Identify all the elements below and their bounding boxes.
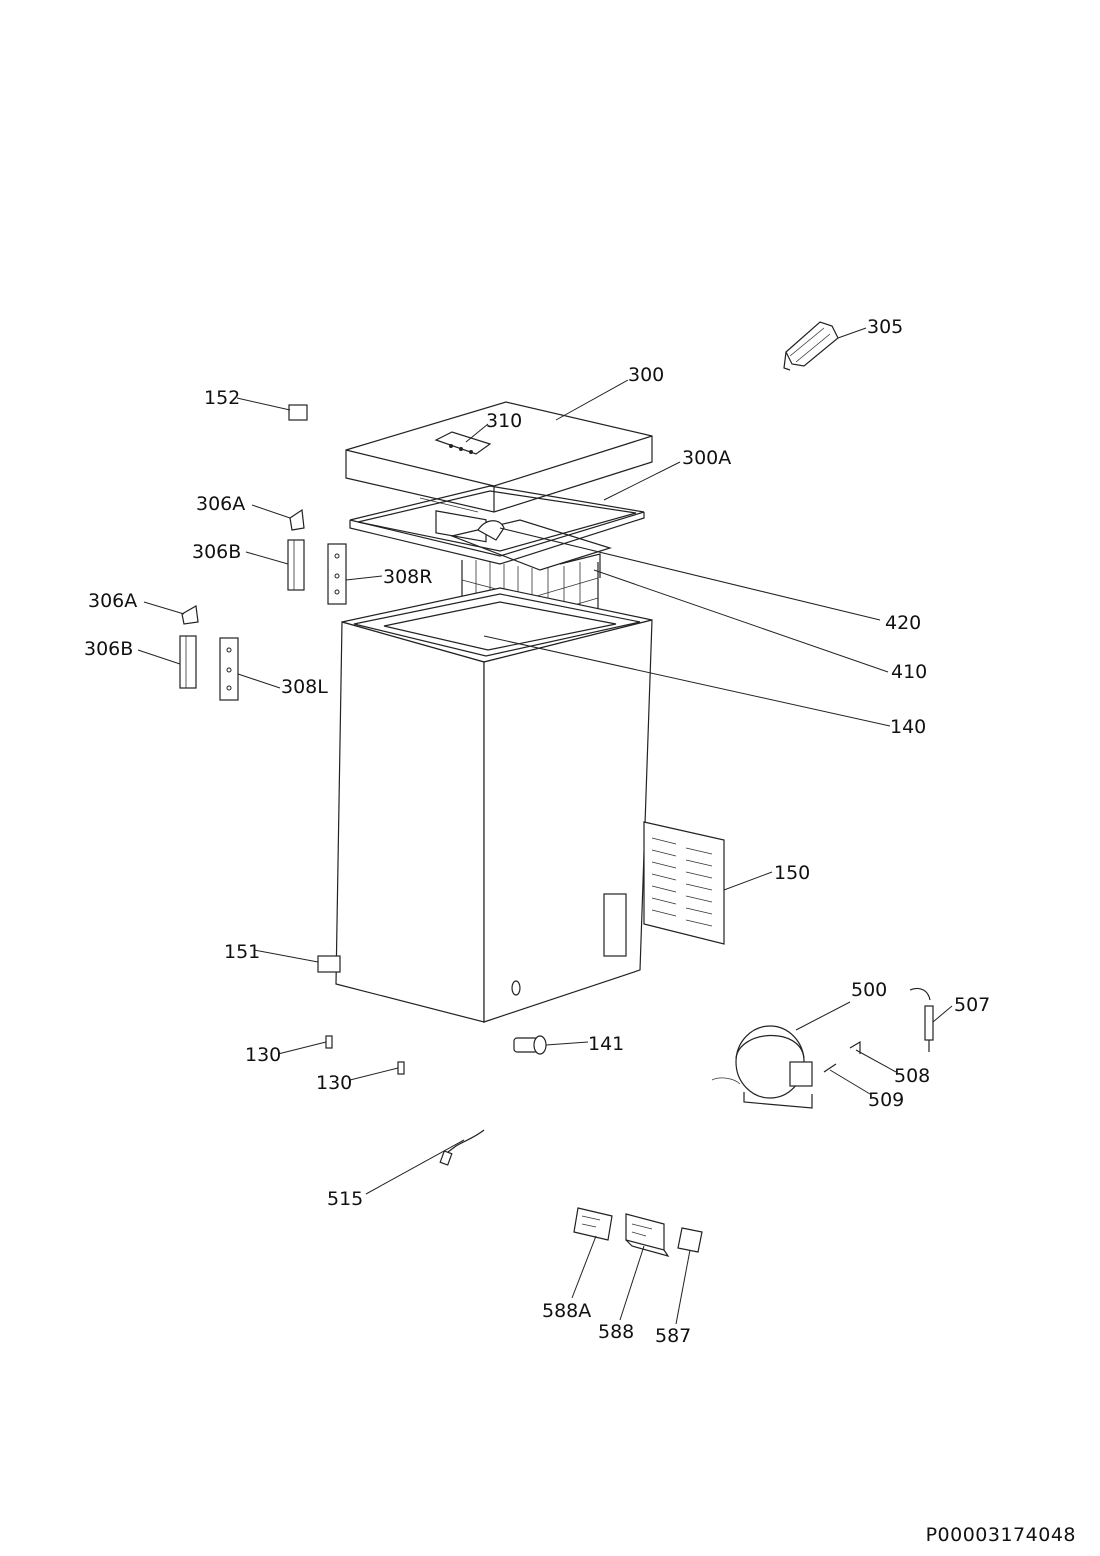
part-130-foot-a <box>325 1035 333 1049</box>
label-410: 410 <box>891 661 927 683</box>
label-515: 515 <box>327 1188 363 1210</box>
part-420-divider <box>477 520 505 541</box>
label-588A: 588A <box>542 1300 591 1322</box>
label-306A-top: 306A <box>196 493 245 515</box>
part-509-clip <box>823 1063 837 1073</box>
part-310-control-panel <box>434 431 492 543</box>
part-140-cabinet <box>335 587 653 1023</box>
label-306B-top: 306B <box>192 541 241 563</box>
part-300-lid <box>345 401 653 513</box>
part-130-foot-b <box>397 1061 405 1075</box>
part-588-control-board <box>625 1213 670 1258</box>
label-151: 151 <box>224 941 260 963</box>
part-306A-bottom <box>181 605 199 625</box>
label-305: 305 <box>867 316 903 338</box>
label-130-a: 130 <box>245 1044 281 1066</box>
label-140: 140 <box>890 716 926 738</box>
label-306B-bottom: 306B <box>84 638 133 660</box>
part-308R-hinge <box>327 543 347 605</box>
document-id: P00003174048 <box>925 1524 1076 1546</box>
label-587: 587 <box>655 1325 691 1347</box>
label-420: 420 <box>885 612 921 634</box>
label-508: 508 <box>894 1065 930 1087</box>
label-588: 588 <box>598 1321 634 1343</box>
label-308R: 308R <box>383 566 432 588</box>
part-588A-label <box>573 1207 613 1241</box>
part-587-sticker <box>677 1227 703 1253</box>
part-141-drain-plug <box>513 1035 547 1055</box>
label-308L: 308L <box>281 676 328 698</box>
part-306A-top <box>289 508 305 531</box>
label-300A: 300A <box>682 447 731 469</box>
label-509: 509 <box>868 1089 904 1111</box>
part-508-clip <box>849 1040 861 1054</box>
part-300A-gasket <box>349 485 645 565</box>
part-308L-hinge <box>219 637 239 701</box>
label-507: 507 <box>954 994 990 1016</box>
part-306B-top <box>287 539 305 591</box>
label-130-b: 130 <box>316 1072 352 1094</box>
label-152: 152 <box>204 387 240 409</box>
label-500: 500 <box>851 979 887 1001</box>
part-515-power-cord <box>439 1129 485 1166</box>
label-310: 310 <box>486 410 522 432</box>
label-150: 150 <box>774 862 810 884</box>
part-305-handle <box>783 321 839 371</box>
part-507-probe <box>909 987 934 1052</box>
part-152-clip <box>288 404 308 421</box>
part-500-compressor <box>711 1025 813 1109</box>
label-306A-bottom: 306A <box>88 590 137 612</box>
label-300: 300 <box>628 364 664 386</box>
label-141: 141 <box>588 1033 624 1055</box>
part-151-clip <box>317 955 341 973</box>
part-150-rear-panel <box>643 821 725 945</box>
part-306B-bottom <box>179 635 197 689</box>
